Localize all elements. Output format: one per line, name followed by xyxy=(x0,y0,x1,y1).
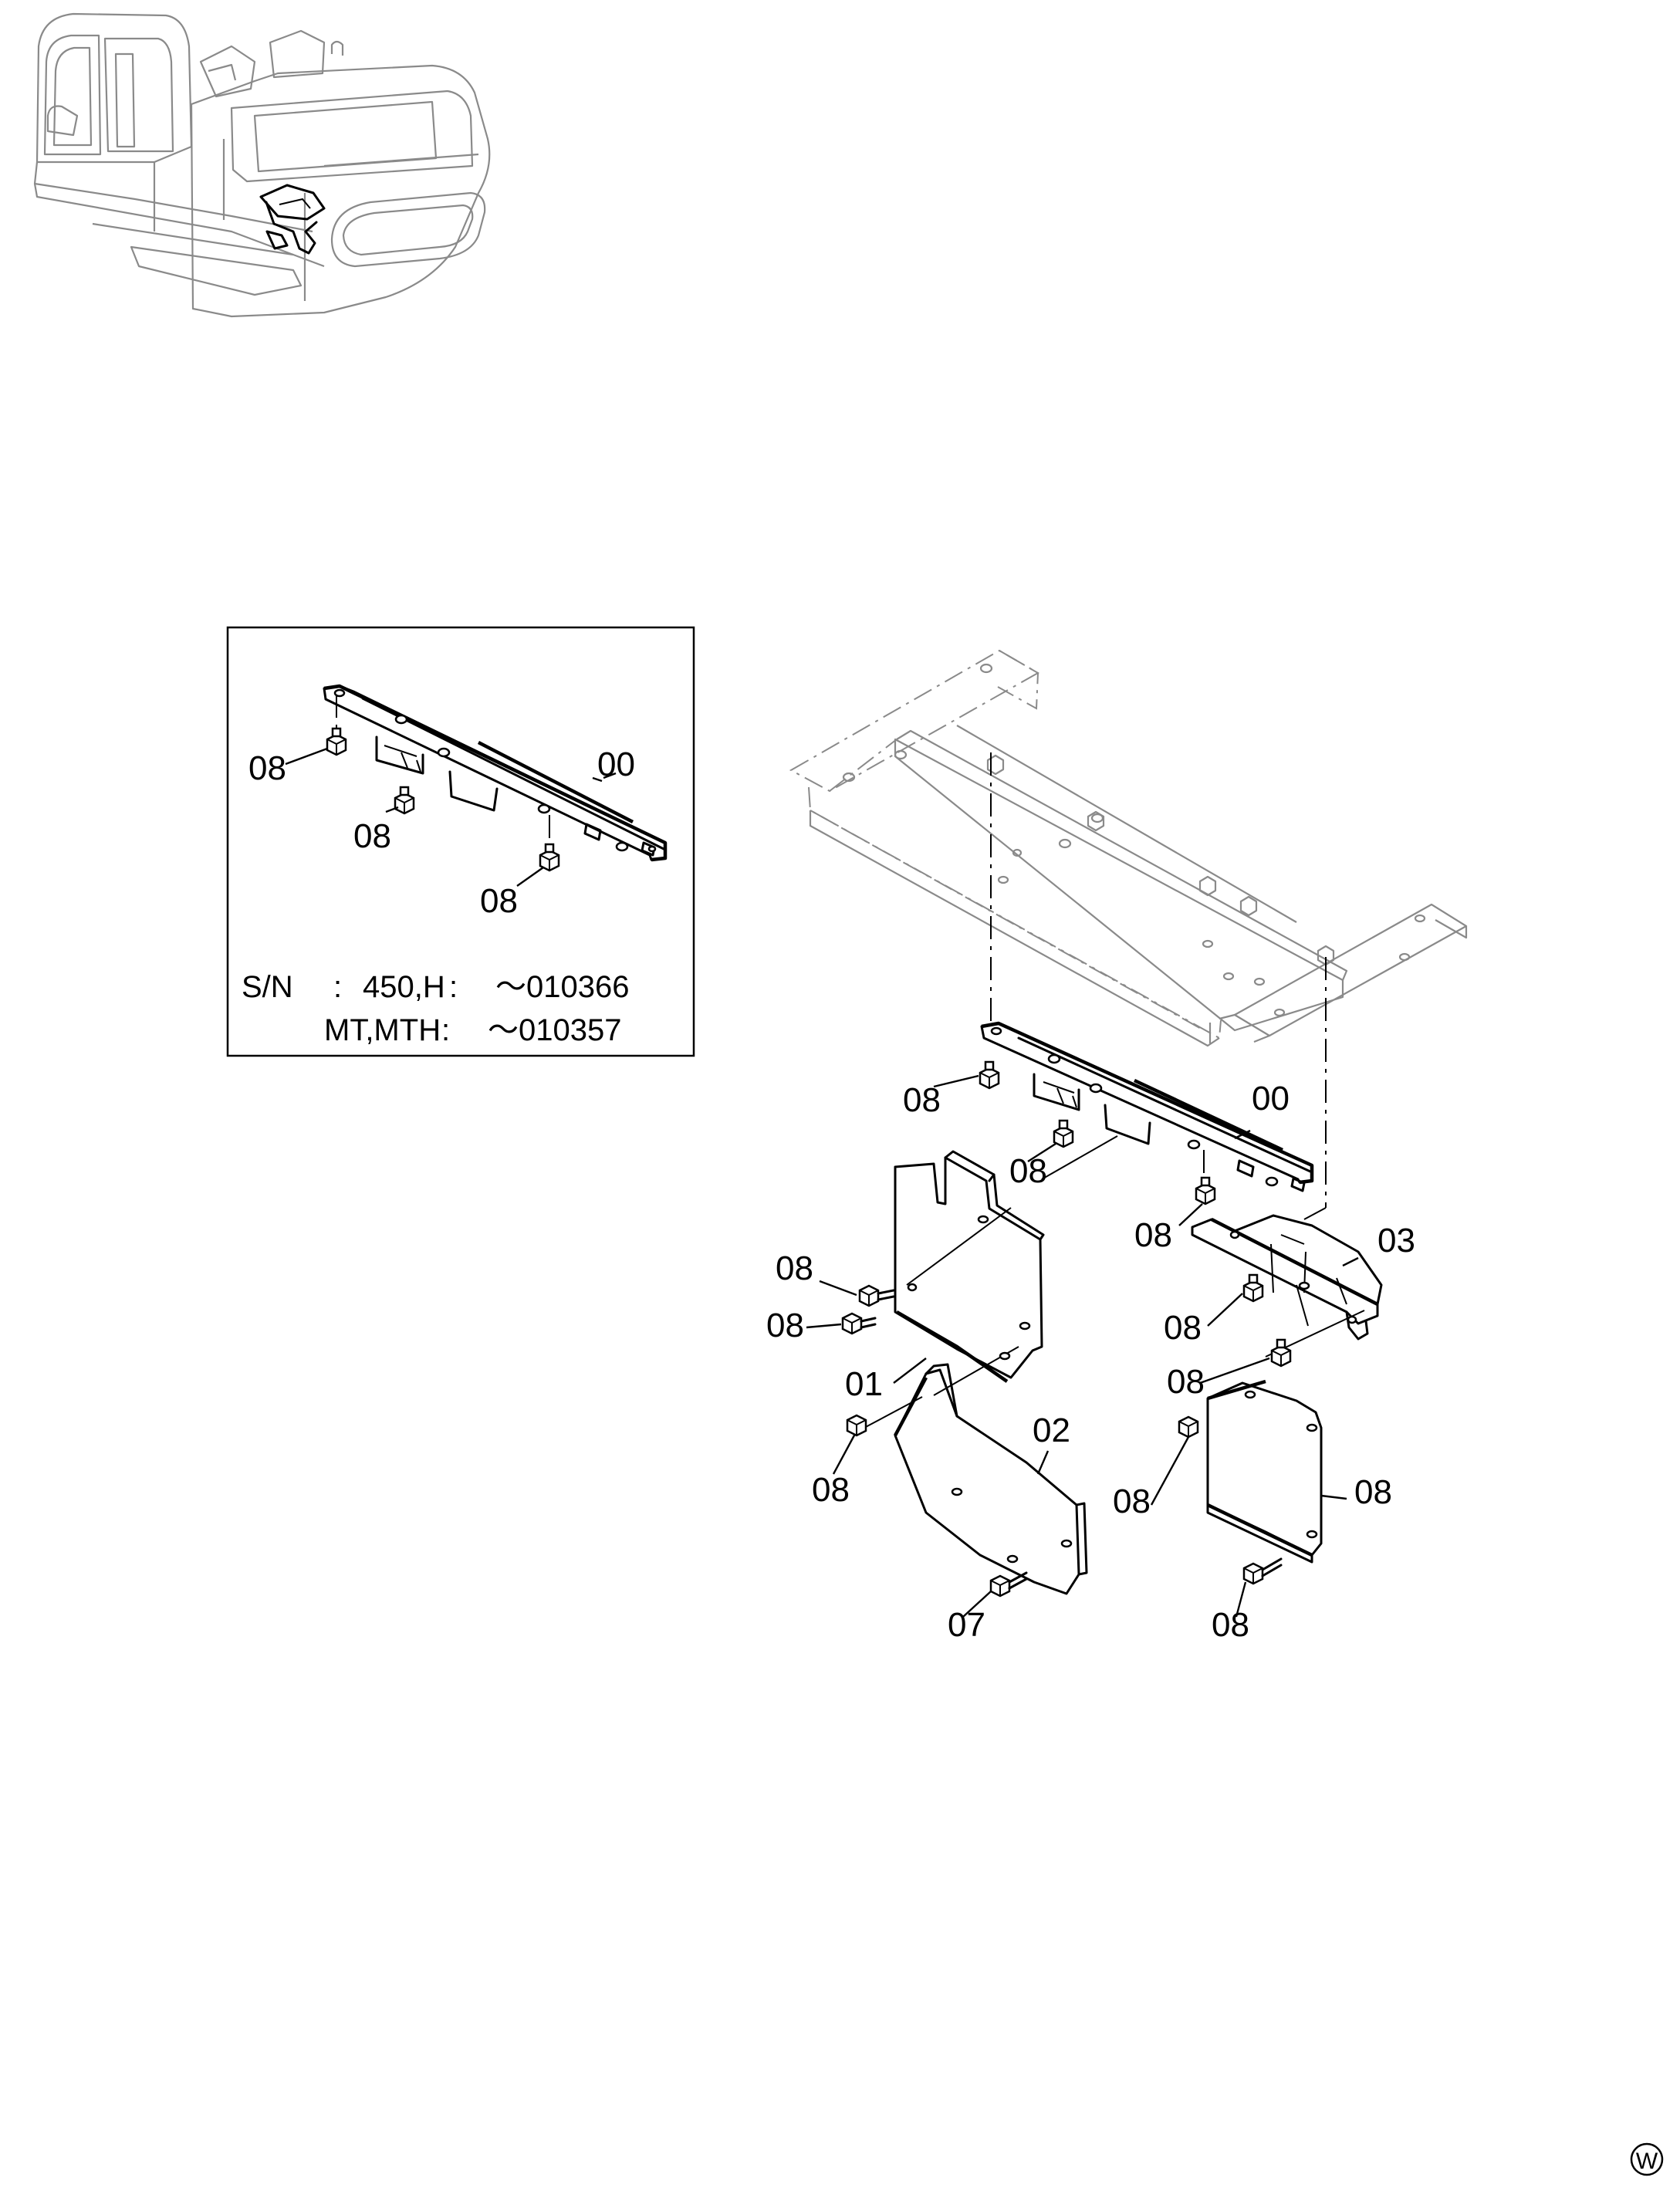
label-08-4: 08 xyxy=(776,1249,813,1287)
part-02-plate xyxy=(894,1363,1088,1595)
bolt-main-4 xyxy=(858,1284,895,1307)
main-leaders xyxy=(806,1074,1359,1618)
label-08-8: 08 xyxy=(812,1471,850,1509)
serial-model-2: MT,MTH xyxy=(324,1013,441,1047)
label-08-7: 08 xyxy=(1167,1363,1205,1401)
label-07: 08 xyxy=(1354,1473,1392,1511)
part-03-bracket xyxy=(1191,1214,1383,1341)
label-02: 02 xyxy=(1033,1412,1070,1449)
inset-label-08-b: 08 xyxy=(353,817,391,855)
label-00: 00 xyxy=(1252,1080,1290,1117)
bolt-main-10 xyxy=(1178,1415,1199,1439)
inset-leader-00-line xyxy=(603,772,617,779)
inset-leader-00 xyxy=(592,776,603,783)
inset-bolt-a xyxy=(326,695,347,756)
label-03: 03 xyxy=(1377,1222,1415,1259)
label-08-6: 08 xyxy=(1164,1309,1202,1347)
excavator-locator-illustration xyxy=(33,12,491,318)
inset-label-08-c: 08 xyxy=(480,882,518,920)
inset-label-00: 00 xyxy=(597,746,635,783)
serial-colon-3: : xyxy=(441,1013,450,1047)
inset-bolt-c xyxy=(539,815,560,872)
inset-box xyxy=(226,626,695,1057)
part-07-plate xyxy=(1206,1379,1323,1564)
bolt-main-7 xyxy=(1270,1338,1292,1368)
inset-label-08-a: 08 xyxy=(248,749,286,787)
svg-text:W: W xyxy=(1636,2149,1658,2174)
inset-leader-08-b xyxy=(385,806,399,813)
serial-range-2: ～010357 xyxy=(488,1013,621,1047)
bolt-main-9 xyxy=(989,1571,1028,1598)
inset-leader-08-a xyxy=(285,747,328,766)
label-08-2: 08 xyxy=(1009,1152,1047,1190)
inset-leader-08-c xyxy=(516,867,544,887)
bolt-main-11 xyxy=(1242,1557,1283,1585)
part-00-bracket xyxy=(980,1021,1314,1192)
label-08-5: 08 xyxy=(766,1307,804,1344)
serial-colon-1: : xyxy=(333,970,342,1004)
corner-w-mark: W xyxy=(1630,2142,1664,2176)
bolt-main-1 xyxy=(979,1060,1000,1090)
serial-range-1: ～010366 xyxy=(495,970,629,1004)
label-08-3: 08 xyxy=(1134,1216,1172,1254)
label-08-1: 08 xyxy=(903,1081,941,1119)
serial-model-1: 450,H xyxy=(363,970,445,1004)
serial-prefix: S/N xyxy=(242,970,293,1004)
part-01-plate xyxy=(894,1150,1045,1383)
label-08-10: 07 xyxy=(948,1606,985,1644)
frame-phantom xyxy=(789,649,1468,1047)
bolt-main-5 xyxy=(841,1312,877,1335)
serial-colon-2: : xyxy=(449,970,458,1004)
label-08-9: 08 xyxy=(1113,1483,1151,1520)
inset-bolt-b xyxy=(394,786,415,815)
bolt-main-2 xyxy=(1053,1119,1074,1148)
label-01: 01 xyxy=(845,1365,883,1403)
bolt-main-3 xyxy=(1195,1150,1216,1205)
label-08-11: 08 xyxy=(1212,1606,1249,1644)
bolt-main-6 xyxy=(1242,1273,1264,1303)
bolt-main-8 xyxy=(846,1414,867,1437)
